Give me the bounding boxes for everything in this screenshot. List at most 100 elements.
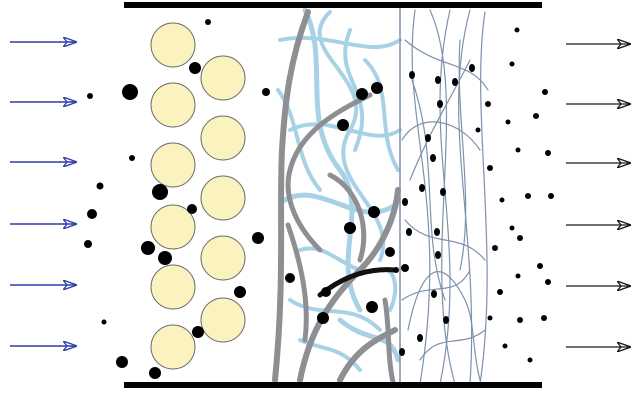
- particle: [497, 289, 503, 295]
- particle: [189, 62, 201, 74]
- particle: [149, 367, 161, 379]
- particle: [509, 225, 515, 231]
- fiber: [285, 92, 373, 253]
- bead: [150, 264, 196, 310]
- particle: [96, 182, 104, 190]
- particle: [537, 263, 543, 269]
- particle: [492, 245, 498, 251]
- particle: [430, 154, 436, 162]
- channel-walls: [124, 2, 542, 388]
- fiber: [479, 11, 488, 385]
- particle: [401, 264, 409, 272]
- outlet-flow-arrows: [566, 44, 630, 347]
- particle: [435, 76, 441, 84]
- bead: [150, 82, 196, 128]
- particle: [419, 184, 425, 192]
- particle: [425, 134, 431, 142]
- particle: [84, 240, 92, 248]
- fiber: [419, 329, 486, 361]
- particle: [356, 88, 368, 100]
- particle: [252, 232, 264, 244]
- bottom-wall: [124, 382, 542, 388]
- fiber: [401, 121, 481, 151]
- particle: [527, 357, 533, 363]
- particle: [205, 19, 211, 25]
- particle: [122, 84, 138, 100]
- particle: [434, 228, 440, 236]
- particle: [487, 315, 493, 321]
- particle: [402, 198, 408, 206]
- fiber: [327, 172, 367, 263]
- particle: [545, 150, 551, 156]
- particle: [152, 184, 168, 200]
- fiber: [297, 187, 401, 383]
- particle: [234, 286, 246, 298]
- particle: [440, 188, 446, 196]
- particle: [321, 287, 331, 297]
- particle: [499, 197, 505, 203]
- particle: [542, 89, 548, 95]
- particle: [141, 241, 155, 255]
- particle: [469, 64, 475, 72]
- particle: [517, 317, 523, 323]
- fiber: [404, 39, 489, 91]
- particle: [545, 279, 551, 285]
- bead: [200, 175, 246, 221]
- particle: [505, 119, 511, 125]
- bead: [150, 204, 196, 250]
- particle: [541, 315, 547, 321]
- particle: [337, 119, 349, 131]
- particle: [101, 319, 107, 325]
- particle: [406, 228, 412, 236]
- bead: [150, 22, 196, 68]
- particle: [409, 71, 415, 79]
- particle: [399, 348, 405, 356]
- particle: [262, 88, 270, 96]
- particle: [509, 61, 515, 67]
- particle: [344, 222, 356, 234]
- fiber: [429, 9, 456, 385]
- particle: [548, 193, 554, 199]
- dark-fiber: [317, 267, 398, 298]
- particle: [525, 193, 531, 199]
- bead: [200, 115, 246, 161]
- bead: [200, 297, 246, 343]
- particle: [192, 326, 204, 338]
- bead: [150, 324, 196, 370]
- coarse-grey-fiber-layer: [272, 9, 401, 385]
- bead: [200, 55, 246, 101]
- fine-fiber-layer: [399, 7, 489, 385]
- particle: [417, 334, 423, 342]
- particle: [158, 251, 172, 265]
- particle: [487, 165, 493, 171]
- particle: [366, 301, 378, 313]
- particle: [502, 343, 508, 349]
- particle: [368, 206, 380, 218]
- fiber: [407, 271, 481, 381]
- fiber: [272, 9, 311, 383]
- granular-bead-layer: [150, 22, 246, 370]
- particle: [435, 251, 441, 259]
- particle: [533, 113, 539, 119]
- fiber: [282, 192, 398, 215]
- fiber: [404, 219, 486, 261]
- particle: [187, 204, 197, 214]
- particle: [443, 316, 449, 324]
- particle: [393, 267, 399, 273]
- bead: [200, 235, 246, 281]
- particle: [485, 101, 491, 107]
- particle: [431, 290, 437, 298]
- fiber: [285, 222, 309, 343]
- fiber: [363, 58, 400, 172]
- particle: [87, 209, 97, 219]
- fiber: [288, 122, 402, 138]
- particle-layer: [84, 19, 554, 379]
- particle: [452, 78, 458, 86]
- light-blue-fiber-layer: [276, 7, 402, 372]
- fiber: [411, 9, 431, 385]
- particle: [385, 247, 395, 257]
- fiber: [411, 79, 446, 301]
- top-wall: [124, 2, 542, 8]
